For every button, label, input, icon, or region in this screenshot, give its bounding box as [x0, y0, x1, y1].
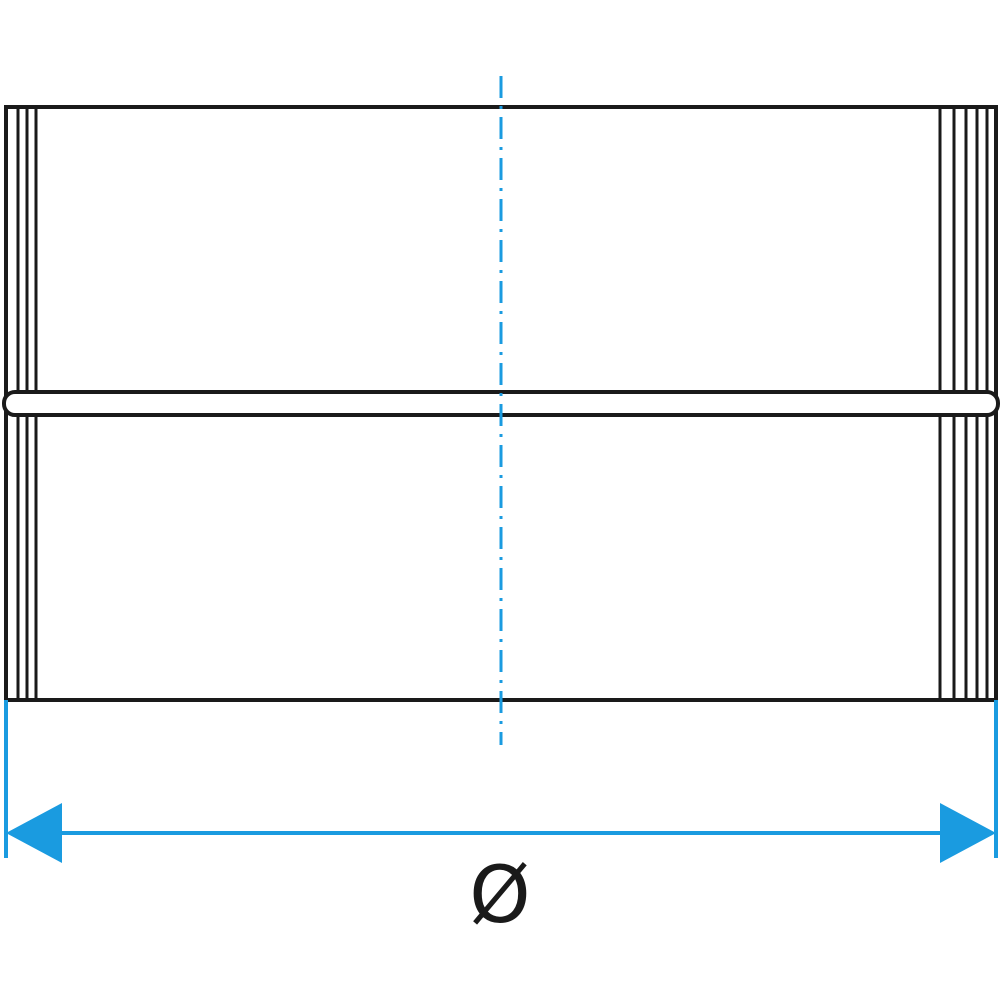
diameter-dimension: Ø — [4, 700, 998, 941]
diameter-symbol: Ø — [469, 851, 530, 941]
arrowhead-left — [6, 803, 62, 863]
arrowhead-right — [940, 803, 996, 863]
